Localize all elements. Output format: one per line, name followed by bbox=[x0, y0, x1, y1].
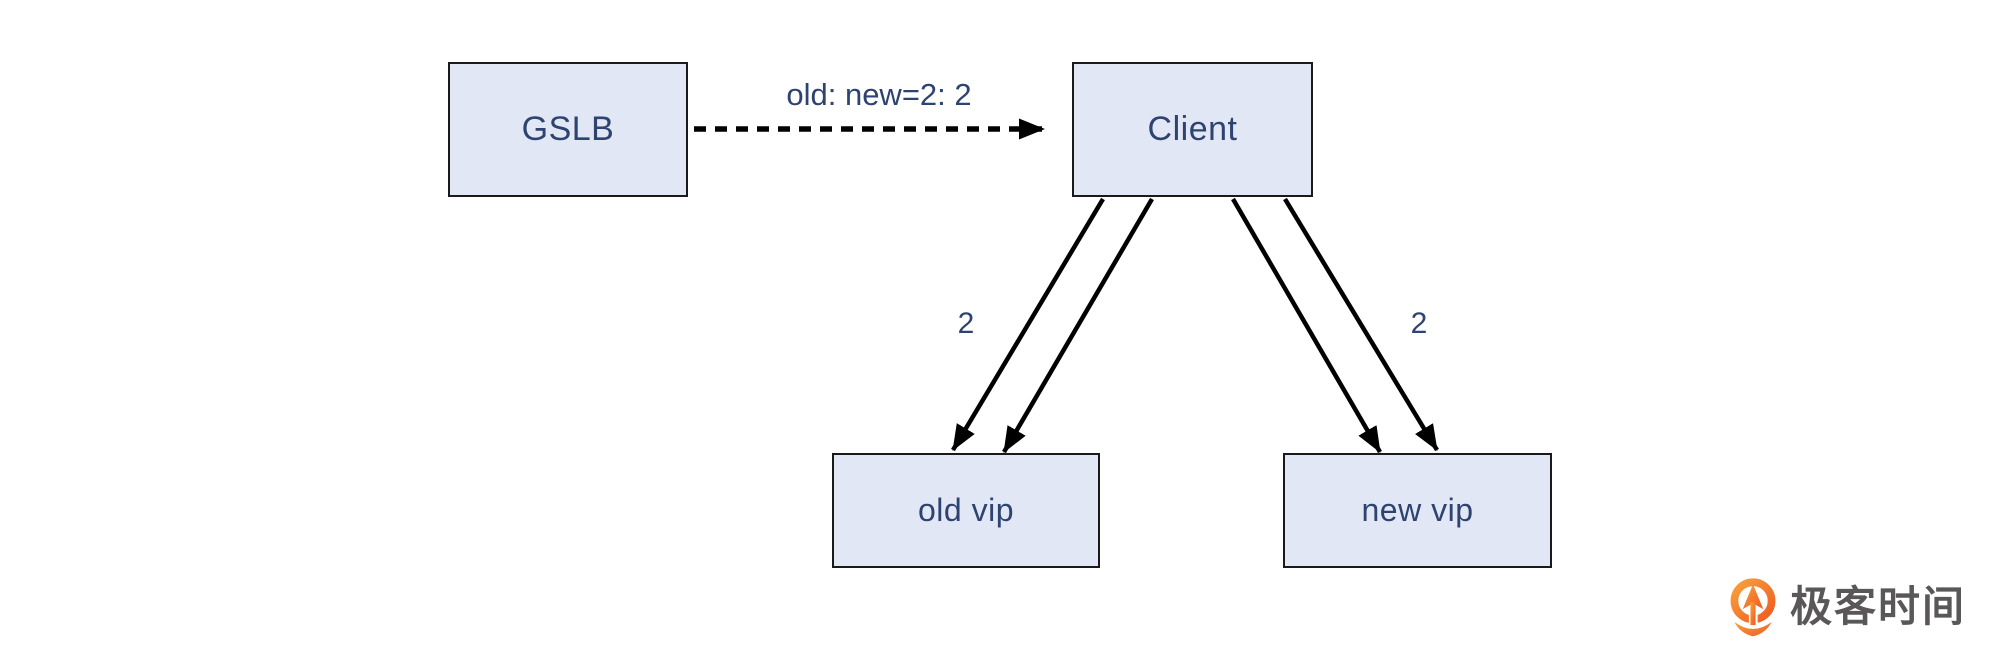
node-client-label: Client bbox=[1147, 110, 1238, 148]
edge-client-oldvip-1 bbox=[951, 197, 1105, 452]
edge-label-oldvip-count: 2 bbox=[957, 307, 975, 340]
node-old-vip: old vip bbox=[832, 453, 1100, 568]
node-gslb: GSLB bbox=[448, 62, 688, 197]
geektime-logo-icon bbox=[1730, 578, 1776, 637]
edge-client-newvip-2 bbox=[1283, 197, 1439, 452]
node-new-vip: new vip bbox=[1283, 453, 1552, 568]
geektime-logo-text: 极客时间 bbox=[1790, 583, 1967, 630]
geektime-logo: 极客时间 bbox=[1728, 574, 1966, 640]
node-gslb-label: GSLB bbox=[521, 110, 615, 148]
edge-client-newvip-1 bbox=[1231, 197, 1382, 454]
node-client: Client bbox=[1072, 62, 1313, 197]
node-new-vip-label: new vip bbox=[1361, 492, 1474, 528]
edge-label-newvip-count: 2 bbox=[1410, 307, 1428, 340]
edge-client-oldvip-2 bbox=[1002, 197, 1154, 454]
edge-label-gslb-client: old: new=2: 2 bbox=[786, 77, 972, 112]
node-old-vip-label: old vip bbox=[918, 492, 1014, 528]
